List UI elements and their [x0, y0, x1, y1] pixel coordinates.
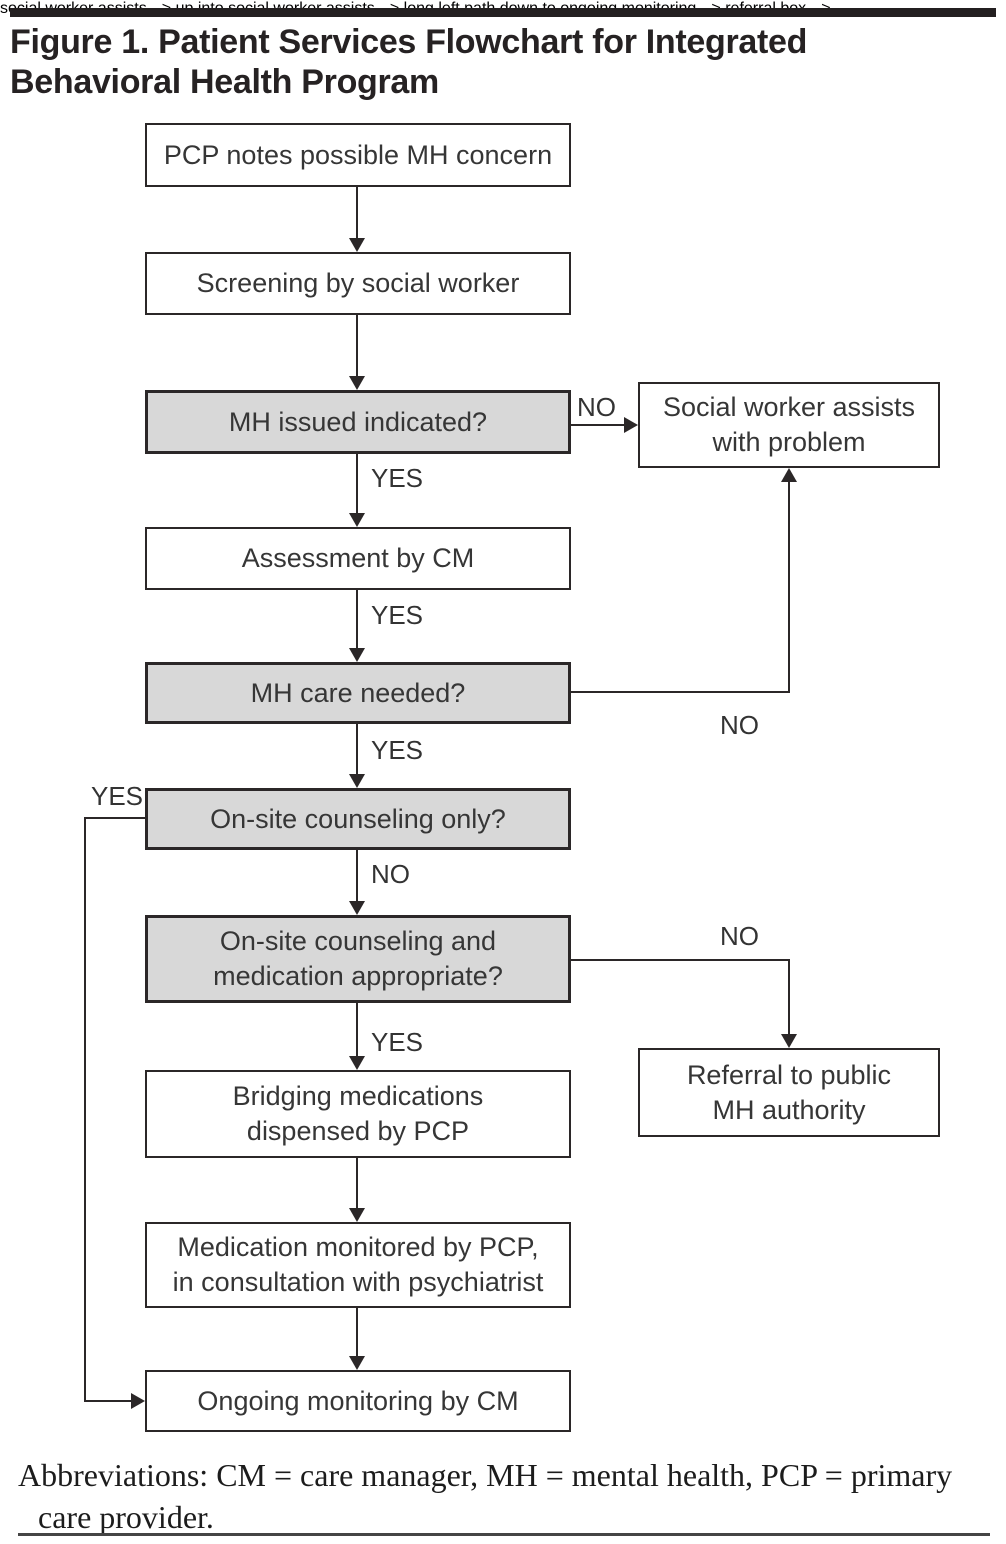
- node-pcp-concern: PCP notes possible MH concern: [145, 123, 571, 187]
- edge-monitored-to-ongoing-arrowhead: [349, 1356, 365, 1370]
- node-onsite-counseling-medication: On-site counseling and medication approp…: [145, 915, 571, 1003]
- node-assessment-cm: Assessment by CM: [145, 527, 571, 590]
- edge-screening-to-mhissue-arrowhead: [349, 376, 365, 390]
- edge-label-counselingonly-no: NO: [371, 859, 410, 889]
- edge-label-mhcare-yes: YES: [371, 735, 424, 765]
- edge-mhissue-to-assessment-arrowhead: [349, 513, 365, 527]
- edge-counselingmed-no-arrowhead: [781, 1034, 797, 1048]
- edge-counselingonly-yes-hline-bottom: [84, 1400, 132, 1402]
- edge-counselingmed-no-vline: [788, 959, 790, 1035]
- edge-counselingonly-to-counselingmed-arrowhead: [349, 901, 365, 915]
- edge-label-assessment-yes: YES: [371, 600, 424, 630]
- edge-mhissue-no-line: [571, 424, 624, 426]
- abbreviations-footnote: Abbreviations: CM = care manager, MH = m…: [18, 1457, 953, 1535]
- edge-label-counselingmed-yes: YES: [371, 1027, 424, 1057]
- edge-monitored-to-ongoing-line: [356, 1308, 358, 1357]
- node-bridging-medications: Bridging medications dispensed by PCP: [145, 1070, 571, 1158]
- edge-counselingonly-yes-arrowhead: [131, 1393, 145, 1409]
- edge-label-mhcare-no: NO: [720, 710, 759, 740]
- figure-title: Figure 1. Patient Services Flowchart for…: [10, 23, 808, 102]
- node-mh-care-needed: MH care needed?: [145, 662, 571, 724]
- edge-bridging-to-monitored-arrowhead: [349, 1208, 365, 1222]
- edge-mhcare-no-hline: [571, 691, 790, 693]
- edge-label-counselingonly-yes: YES: [91, 781, 144, 811]
- node-screening: Screening by social worker: [145, 252, 571, 315]
- edge-counselingmed-to-bridging-line: [356, 1003, 358, 1057]
- edge-counselingmed-no-hline: [571, 959, 790, 961]
- top-rule: [10, 8, 996, 17]
- edge-counselingonly-to-counselingmed-line: [356, 850, 358, 902]
- edge-mhcare-no-arrowhead: [781, 468, 797, 482]
- edge-label-mhissue-yes: YES: [371, 463, 424, 493]
- edge-pcp-to-screening-line: [356, 187, 358, 239]
- edge-mhissue-to-assessment-line: [356, 454, 358, 514]
- edge-assessment-to-mhcare-line: [356, 590, 358, 649]
- edge-label-mhissue-no: NO: [577, 392, 616, 422]
- edge-mhcare-to-counselingonly-arrowhead: [349, 774, 365, 788]
- edge-counselingmed-to-bridging-arrowhead: [349, 1056, 365, 1070]
- node-referral-public-mh: Referral to public MH authority: [638, 1048, 940, 1137]
- node-medication-monitored: Medication monitored by PCP, in consulta…: [145, 1222, 571, 1308]
- node-onsite-counseling-only: On-site counseling only?: [145, 788, 571, 850]
- edge-assessment-to-mhcare-arrowhead: [349, 648, 365, 662]
- edge-screening-to-mhissue-line: [356, 315, 358, 377]
- node-ongoing-monitoring: Ongoing monitoring by CM: [145, 1370, 571, 1432]
- edge-mhcare-to-counselingonly-line: [356, 724, 358, 775]
- edge-mhissue-no-arrowhead: [624, 417, 638, 433]
- edge-pcp-to-screening-arrowhead: [349, 238, 365, 252]
- bottom-rule: [18, 1533, 990, 1536]
- node-mh-issue-indicated: MH issued indicated?: [145, 390, 571, 454]
- edge-counselingonly-yes-hline-top: [85, 817, 145, 819]
- edge-counselingonly-yes-vline: [84, 817, 86, 1402]
- node-social-worker-assists: Social worker assists with problem: [638, 382, 940, 468]
- edge-mhcare-no-vline: [788, 481, 790, 693]
- edge-label-counselingmed-no: NO: [720, 921, 759, 951]
- edge-bridging-to-monitored-line: [356, 1158, 358, 1209]
